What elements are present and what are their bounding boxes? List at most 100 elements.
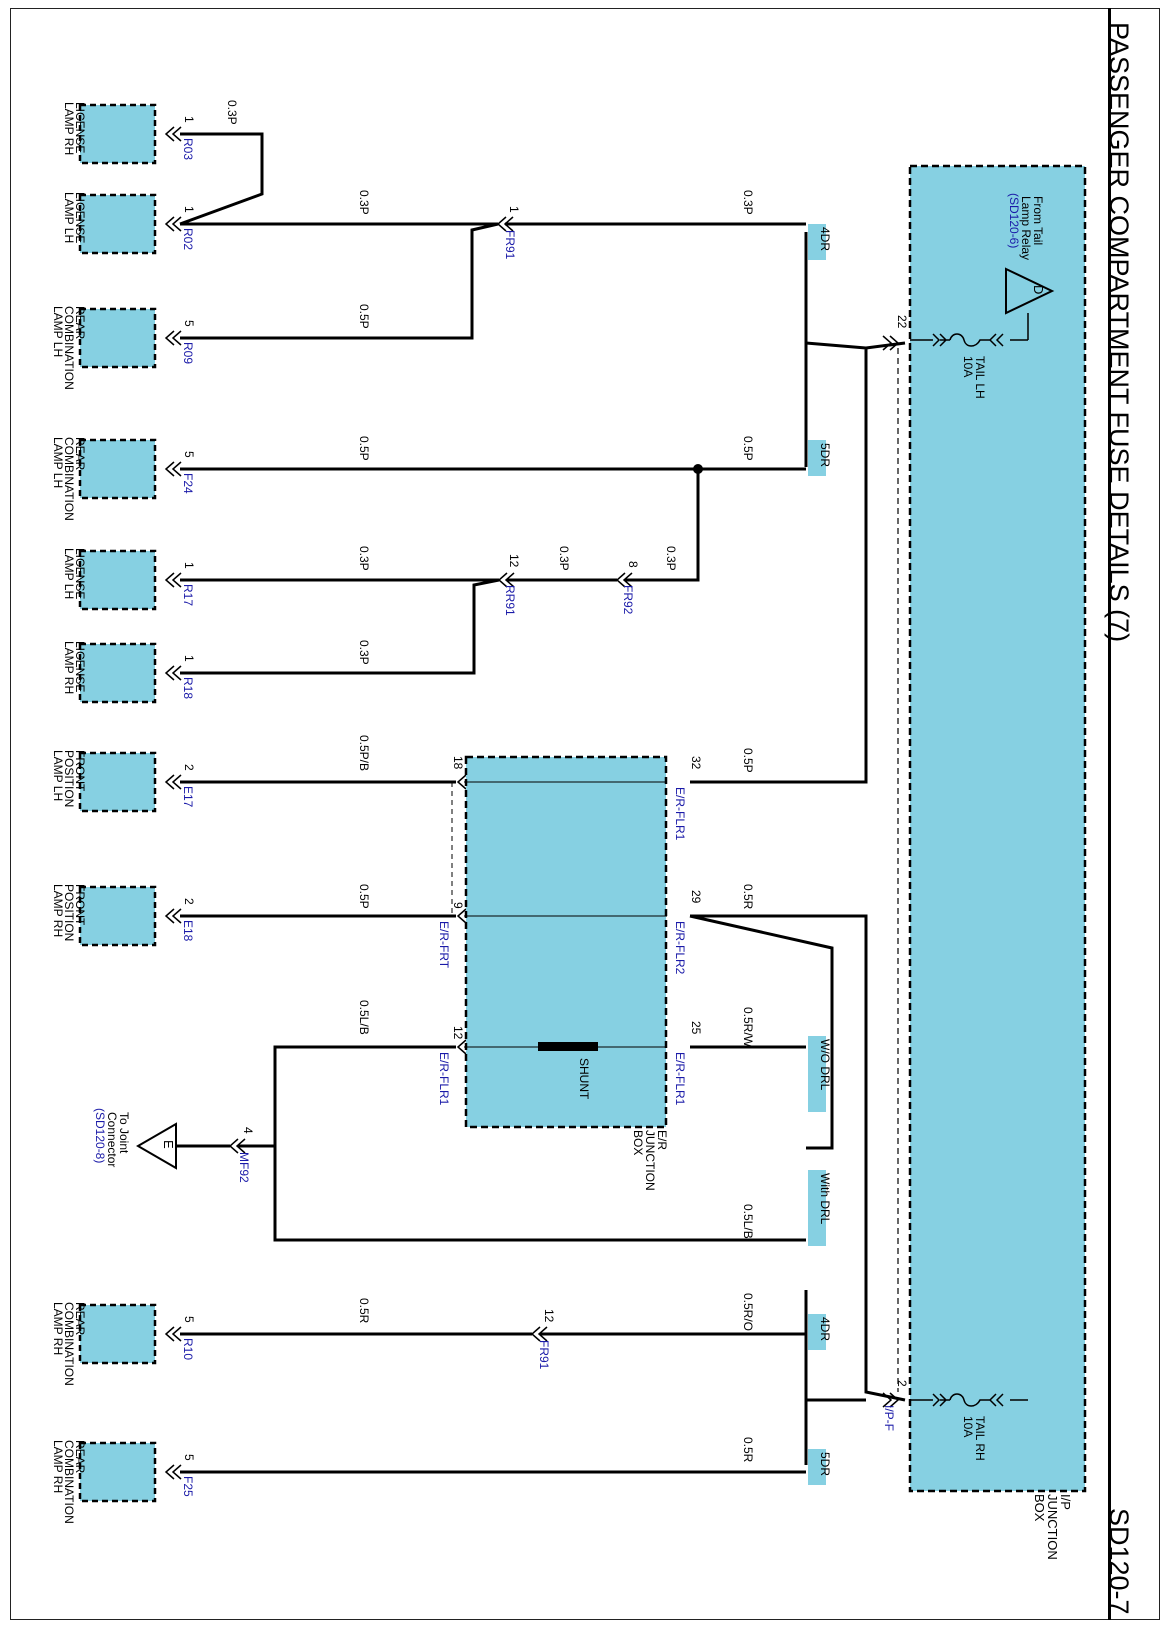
wire-pin12	[273, 1045, 806, 1242]
inline-connector-mf92_pin: 4	[241, 1127, 255, 1134]
svg-text:5: 5	[182, 451, 196, 458]
connector-chevron	[164, 461, 182, 477]
svg-text:To Joint: To Joint	[117, 1112, 131, 1154]
variant-tag-wo_drl: W/O DRL	[818, 1039, 832, 1091]
component-box	[78, 193, 157, 255]
fuse-tail-lh	[910, 333, 1028, 347]
svg-text:F24: F24	[181, 473, 195, 494]
er-conn-12: E/R-FLR1	[437, 1052, 451, 1106]
svg-text:FR92: FR92	[621, 585, 635, 615]
svg-text:REAR: REAR	[73, 306, 87, 340]
svg-text:BOX: BOX	[631, 1130, 645, 1155]
svg-text:Lamp Relay: Lamp Relay	[1019, 196, 1033, 260]
connector-chevron	[164, 126, 182, 142]
er-pin-18: 18	[451, 756, 465, 770]
wire-gauge-w1b: 0.3P	[357, 190, 371, 215]
wire-gauge-w3b: 0.5P	[357, 436, 371, 461]
svg-text:2: 2	[182, 898, 196, 905]
svg-text:COMBINATION: COMBINATION	[62, 1302, 76, 1386]
connector-chevron	[530, 1326, 548, 1342]
svg-text:12: 12	[542, 1309, 556, 1323]
variant-tag-dr5b-bg	[808, 1449, 826, 1485]
variant-tag-dr5a: 5DR	[818, 443, 832, 467]
svg-text:MF92: MF92	[237, 1152, 251, 1183]
svg-text:0.5L/B: 0.5L/B	[741, 1204, 755, 1239]
svg-text:0.5R: 0.5R	[741, 1437, 755, 1463]
svg-text:LAMP LH: LAMP LH	[62, 192, 76, 243]
wire-gauge-w8a: 0.5R/W	[741, 1007, 755, 1048]
component-pin: 5	[182, 1316, 196, 1323]
svg-text:E/R-FLR1: E/R-FLR1	[673, 1052, 687, 1106]
svg-text:TAIL RH: TAIL RH	[973, 1416, 987, 1461]
svg-text:1: 1	[182, 562, 196, 569]
joint-ref: (SD120-8)	[93, 1108, 107, 1163]
connector-chevron	[228, 1138, 246, 1154]
svg-text:LAMP RH: LAMP RH	[62, 102, 76, 155]
svg-text:R18: R18	[181, 677, 195, 699]
wire-gauge-w10a: 0.5R/O	[741, 1293, 755, 1331]
svg-text:D: D	[1031, 285, 1046, 294]
svg-text:(SD120-6): (SD120-6)	[1007, 193, 1021, 248]
wire-r03	[179, 132, 264, 226]
svg-text:I/P: I/P	[1058, 1494, 1073, 1510]
component-conn: F25	[181, 1476, 195, 1497]
component-conn: R02	[181, 228, 195, 250]
connector-chevron	[496, 216, 514, 232]
wire-r09	[180, 222, 499, 340]
variant-tag-with_drl-bg	[808, 1170, 826, 1246]
svg-text:FR91: FR91	[503, 230, 517, 260]
svg-text:0.3P: 0.3P	[664, 546, 678, 571]
svg-text:BOX: BOX	[1032, 1494, 1047, 1522]
svg-text:E/R: E/R	[655, 1130, 669, 1150]
component-box	[78, 549, 157, 611]
svg-text:22: 22	[895, 315, 909, 329]
inline-connector-fr91a_pin: 1	[507, 206, 521, 213]
svg-text:E: E	[161, 1140, 176, 1149]
component-pin: 5	[182, 451, 196, 458]
ip-junction-box	[908, 164, 1087, 1493]
diagram-frame	[10, 8, 1160, 1620]
wire-gauge-w4a: 0.3P	[664, 546, 678, 571]
svg-text:E/R-FLR2: E/R-FLR2	[673, 921, 687, 975]
svg-text:R03: R03	[181, 138, 195, 160]
svg-text:0.5P: 0.5P	[357, 884, 371, 909]
svg-text:LAMP RH: LAMP RH	[51, 884, 65, 937]
svg-text:0.3P: 0.3P	[357, 190, 371, 215]
wire-gauge-w4c: 0.3P	[357, 546, 371, 571]
er-pin-25: 25	[689, 1021, 703, 1035]
variant-tag-dr4b-bg	[808, 1314, 826, 1350]
svg-text:8: 8	[626, 561, 640, 568]
component-box	[78, 1441, 157, 1503]
component-conn: R18	[181, 677, 195, 699]
svg-text:R02: R02	[181, 228, 195, 250]
svg-text:LAMP LH: LAMP LH	[51, 306, 65, 357]
variant-tag-dr5b: 5DR	[818, 1452, 832, 1476]
svg-text:5DR: 5DR	[818, 443, 832, 467]
wire-r18	[180, 578, 500, 675]
source-conn-letter: D	[1031, 285, 1046, 294]
svg-text:W/O DRL: W/O DRL	[818, 1039, 832, 1091]
svg-text:RR91: RR91	[503, 585, 517, 616]
svg-text:R09: R09	[181, 342, 195, 364]
svg-text:0.5R/W: 0.5R/W	[741, 1007, 755, 1048]
joint-connector-triangle	[136, 1122, 177, 1170]
svg-text:4DR: 4DR	[818, 1317, 832, 1341]
component-pin: 2	[182, 898, 196, 905]
svg-text:LAMP LH: LAMP LH	[51, 437, 65, 488]
svg-text:REAR: REAR	[73, 1440, 87, 1474]
svg-text:10A: 10A	[961, 1416, 975, 1437]
title-band	[1108, 8, 1160, 1620]
svg-text:18: 18	[451, 756, 465, 770]
er-conn-25: E/R-FLR1	[673, 1052, 687, 1106]
component-pin: 1	[182, 562, 196, 569]
svg-text:LAMP RH: LAMP RH	[51, 1302, 65, 1355]
wire-gauge-w5: 0.3P	[357, 640, 371, 665]
